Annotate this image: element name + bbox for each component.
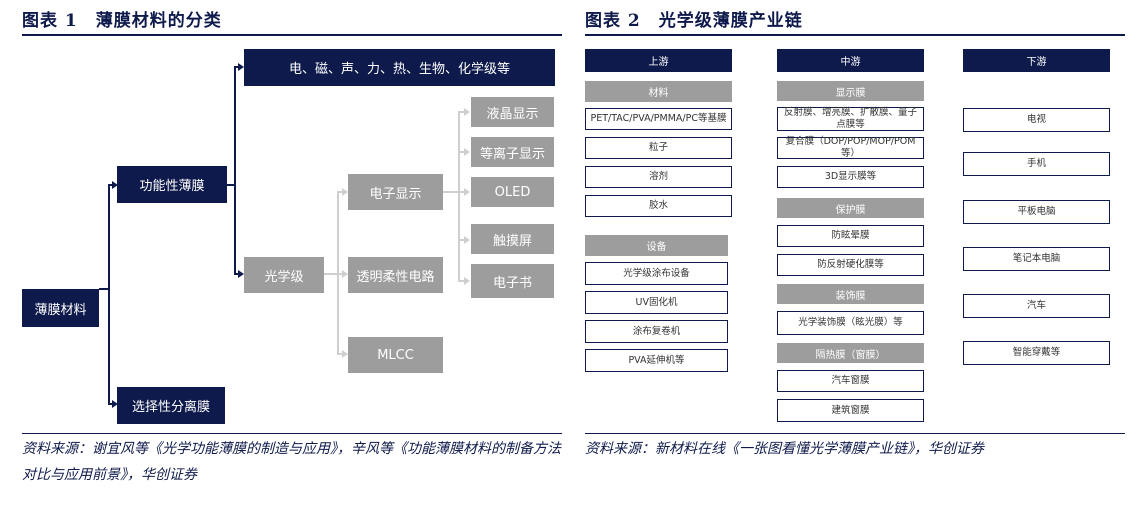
midstream-item: 防反射硬化膜等 xyxy=(777,254,924,276)
connector xyxy=(458,239,465,241)
node-functional-types: 电、磁、声、力、热、生物、化学级等 xyxy=(244,49,555,86)
downstream-item: 智能穿戴等 xyxy=(963,341,1110,365)
arrow-icon xyxy=(112,181,118,189)
node-plasma-display: 等离子显示 xyxy=(471,137,554,167)
arrow-icon xyxy=(342,188,348,196)
node-mlcc: MLCC xyxy=(348,337,443,373)
upstream-equipment-item: 涂布复卷机 xyxy=(585,320,728,343)
connector xyxy=(234,273,240,275)
downstream-item: 笔记本电脑 xyxy=(963,247,1110,271)
figure-2-source: 资料来源：新材料在线《一张图看懂光学薄膜产业链》，华创证券 xyxy=(585,441,984,457)
downstream-item: 汽车 xyxy=(963,294,1110,318)
midstream-item: 建筑窗膜 xyxy=(777,399,924,422)
node-selective-separation-membrane: 选择性分离膜 xyxy=(117,387,225,424)
connector xyxy=(227,184,236,186)
connector xyxy=(234,66,240,68)
node-lcd: 液晶显示 xyxy=(471,97,554,127)
upstream-material-item: PET/TAC/PVA/PMMA/PC等基膜 xyxy=(585,108,732,130)
connector xyxy=(458,151,465,153)
connector xyxy=(108,403,114,405)
node-touch-screen: 触摸屏 xyxy=(471,224,554,254)
connector xyxy=(108,184,110,404)
materials-label: 材料 xyxy=(585,81,732,102)
figure-1-title-rule xyxy=(22,34,562,36)
node-optical-grade: 光学级 xyxy=(244,257,324,293)
figure-2-title-rule xyxy=(585,34,1125,36)
arrow-icon xyxy=(464,236,470,244)
midstream-item: 3D显示膜等 xyxy=(777,166,924,188)
upstream-equipment-item: PVA延伸机等 xyxy=(585,349,728,372)
upstream-header: 上游 xyxy=(585,49,732,72)
node-transparent-flexible-circuit: 透明柔性电路 xyxy=(348,257,443,293)
decorative-film-label: 装饰膜 xyxy=(777,284,924,304)
connector xyxy=(337,191,343,193)
upstream-material-item: 溶剂 xyxy=(585,166,732,188)
node-thin-film-materials: 薄膜材料 xyxy=(22,289,99,327)
figure-2-title: 图表 2 光学级薄膜产业链 xyxy=(585,11,803,31)
midstream-item: 防眩晕膜 xyxy=(777,225,924,247)
downstream-header: 下游 xyxy=(963,49,1110,72)
downstream-item: 手机 xyxy=(963,152,1110,176)
figure-2-source-rule xyxy=(585,433,1125,434)
equipment-label: 设备 xyxy=(585,235,728,256)
upstream-material-item: 粒子 xyxy=(585,137,732,159)
arrow-icon xyxy=(342,350,348,358)
connector xyxy=(458,191,465,193)
upstream-equipment-item: UV固化机 xyxy=(585,291,728,314)
connector xyxy=(234,66,236,274)
arrow-icon xyxy=(464,148,470,156)
node-functional-film: 功能性薄膜 xyxy=(117,166,227,203)
figure-1-title: 图表 1 薄膜材料的分类 xyxy=(22,11,222,31)
midstream-item: 反射膜、增亮膜、扩散膜、量子点膜等 xyxy=(777,107,924,131)
connector xyxy=(324,273,338,275)
connector xyxy=(99,288,110,290)
node-electronic-display: 电子显示 xyxy=(348,174,443,210)
node-oled: OLED xyxy=(471,177,554,207)
midstream-item: 复合膜（DOP/POP/MOP/POM等） xyxy=(777,136,924,159)
arrow-icon xyxy=(464,277,470,285)
upstream-material-item: 胶水 xyxy=(585,195,732,217)
connector xyxy=(337,273,343,275)
arrow-icon xyxy=(238,270,244,278)
arrow-icon xyxy=(464,108,470,116)
display-film-label: 显示膜 xyxy=(777,81,924,101)
figure-1-source-rule xyxy=(22,433,562,434)
downstream-item: 电视 xyxy=(963,108,1110,132)
arrow-icon xyxy=(238,63,244,71)
connector xyxy=(337,353,343,355)
figure-1-source: 资料来源：谢宜风等《光学功能薄膜的制造与应用》，辛风等《功能薄膜材料的制备方法对… xyxy=(22,441,561,483)
arrow-icon xyxy=(342,270,348,278)
connector xyxy=(458,111,465,113)
connector xyxy=(443,191,460,193)
window-film-label: 隔热膜（窗膜） xyxy=(777,343,924,363)
midstream-item: 汽车窗膜 xyxy=(777,370,924,392)
midstream-header: 中游 xyxy=(777,49,924,72)
midstream-item: 光学装饰膜（眩光膜）等 xyxy=(777,311,924,335)
upstream-equipment-item: 光学级涂布设备 xyxy=(585,262,728,285)
connector xyxy=(108,184,114,186)
connector xyxy=(458,280,465,282)
protective-film-label: 保护膜 xyxy=(777,198,924,218)
node-e-book: 电子书 xyxy=(471,264,554,298)
arrow-icon xyxy=(464,188,470,196)
downstream-item: 平板电脑 xyxy=(963,200,1110,224)
connector xyxy=(458,111,460,281)
arrow-icon xyxy=(112,400,118,408)
